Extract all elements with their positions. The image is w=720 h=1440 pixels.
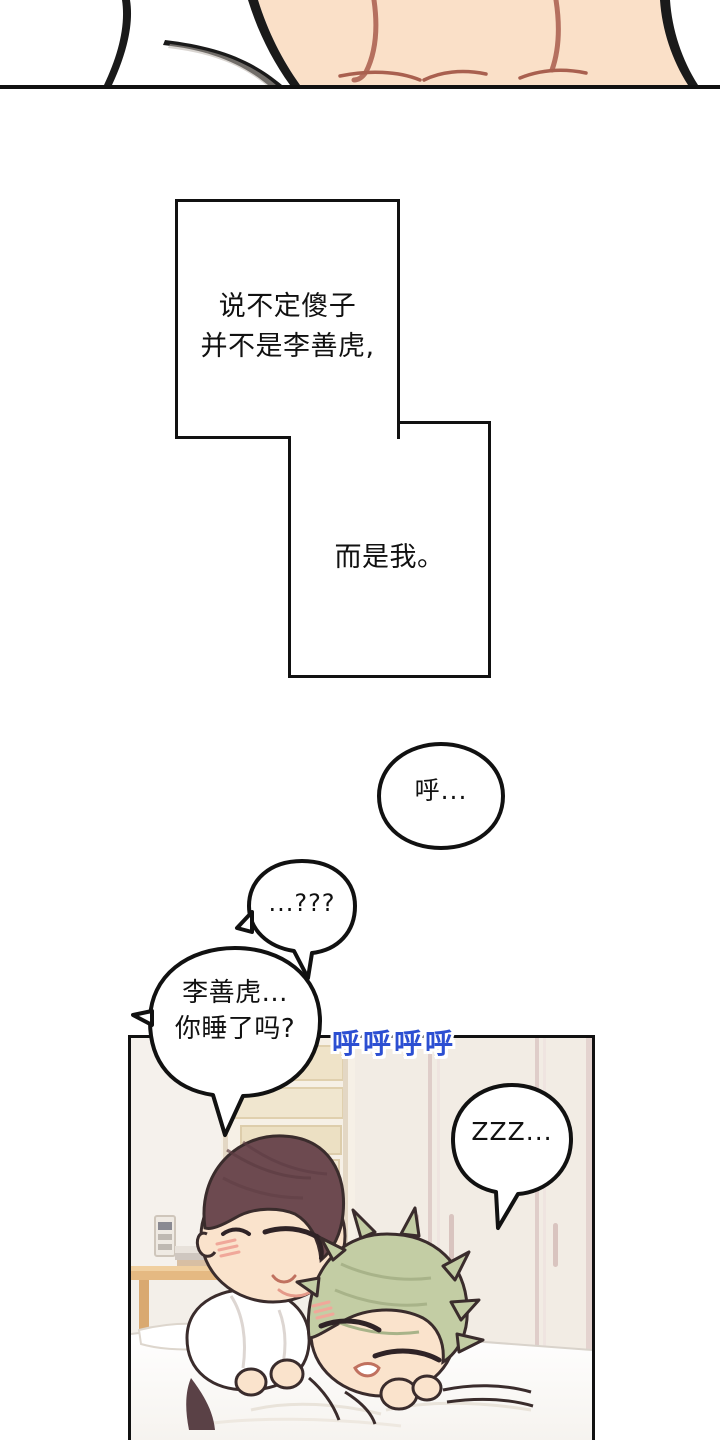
panel-top-closeup — [0, 0, 720, 89]
narration-box-lower — [288, 421, 491, 678]
sfx-breathing-text: 呼呼呼呼 — [330, 1022, 457, 1062]
top-panel-artwork — [0, 0, 720, 85]
speech-bubble-question: ...??? — [235, 858, 358, 980]
narration-box-lower-top-edge — [400, 421, 491, 424]
speech-bubble-zzz: ZZZ... — [450, 1082, 574, 1230]
speech-bubble-ask-sleep: 李善虎... 你睡了吗? — [131, 945, 323, 1137]
narration-text-lower: 而是我。 — [334, 542, 445, 573]
narration-box-upper-bottom-edge — [175, 436, 291, 439]
speech-bubble-breath-shape — [376, 741, 506, 851]
narration-text-upper: 说不定傻子 并不是李善虎, — [200, 291, 375, 362]
speech-bubble-breath: 呼... — [375, 740, 507, 852]
speech-bubble-zzz-shape — [451, 1083, 573, 1230]
speech-bubble-ask-sleep-shape — [131, 946, 322, 1137]
narration-box-upper — [175, 199, 400, 439]
sfx-breathing-label: 呼呼呼呼 — [330, 1025, 457, 1062]
